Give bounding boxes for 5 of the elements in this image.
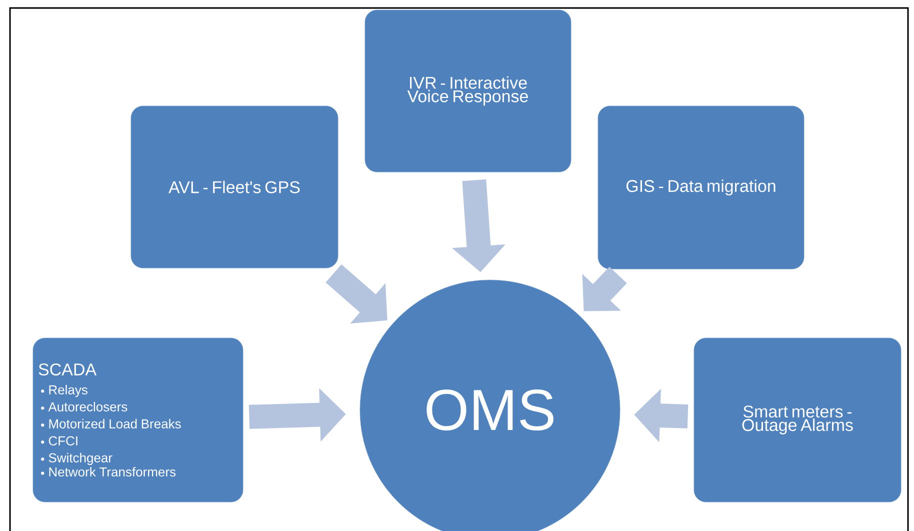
- list-box: SCADA Relays Autoreclosers Motorized Load Breaks CFCI Switchgear Network Transformers: [32, 338, 244, 502]
- process-box: AVL - Fleet's GPS: [130, 106, 338, 268]
- process-box: IVR - Interactive Voice Response: [364, 10, 572, 172]
- process-box: Smart meters - Outage Alarms: [694, 338, 902, 502]
- process-box: GIS - Data migration: [598, 106, 804, 270]
